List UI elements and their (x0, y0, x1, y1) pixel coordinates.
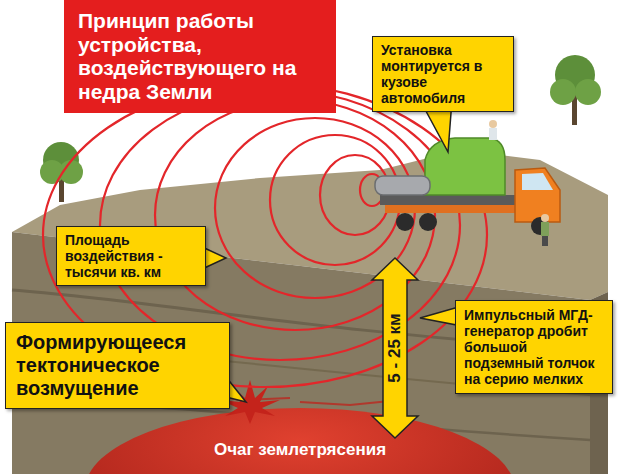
truck-wheel (419, 213, 437, 231)
person-head (541, 214, 549, 222)
device-cylinder (375, 176, 430, 195)
person-head (489, 120, 497, 128)
focus-label: Очаг землетрясения (214, 440, 386, 460)
person-body (541, 222, 549, 236)
tree-crown (550, 79, 576, 105)
callout-box: Площадь воздействия - тысячи кв. км (56, 226, 206, 286)
truck-cab (515, 168, 560, 222)
callout-box: Формирующееся тектоническое возмущение (5, 322, 230, 409)
depth-arrow (372, 258, 418, 438)
title-text: Принцип работы устройства, воздействующе… (78, 9, 324, 103)
callout-text: Площадь воздействия - тысячи кв. км (65, 232, 197, 280)
callout-text: Установка монтируется в кузове автомобил… (381, 42, 505, 106)
person-body (489, 128, 497, 140)
truck-window (522, 173, 553, 190)
person-legs (542, 236, 548, 246)
truck-frame (385, 205, 515, 213)
callout-box: Импульсный МГД-генератор дробит большой … (455, 300, 613, 394)
callout-box: Установка монтируется в кузове автомобил… (372, 36, 514, 112)
callout-text: Импульсный МГД-генератор дробит большой … (464, 307, 604, 387)
earthquake-focus (85, 408, 515, 474)
tree-crown (575, 79, 601, 105)
depth-label: 5 - 25 км (385, 313, 405, 382)
callout-text: Формирующееся тектоническое возмущение (16, 331, 219, 400)
truck-bed (380, 195, 520, 205)
title-box: Принцип работы устройства, воздействующе… (64, 0, 336, 113)
device-housing (425, 138, 505, 195)
truck-wheel (396, 213, 414, 231)
